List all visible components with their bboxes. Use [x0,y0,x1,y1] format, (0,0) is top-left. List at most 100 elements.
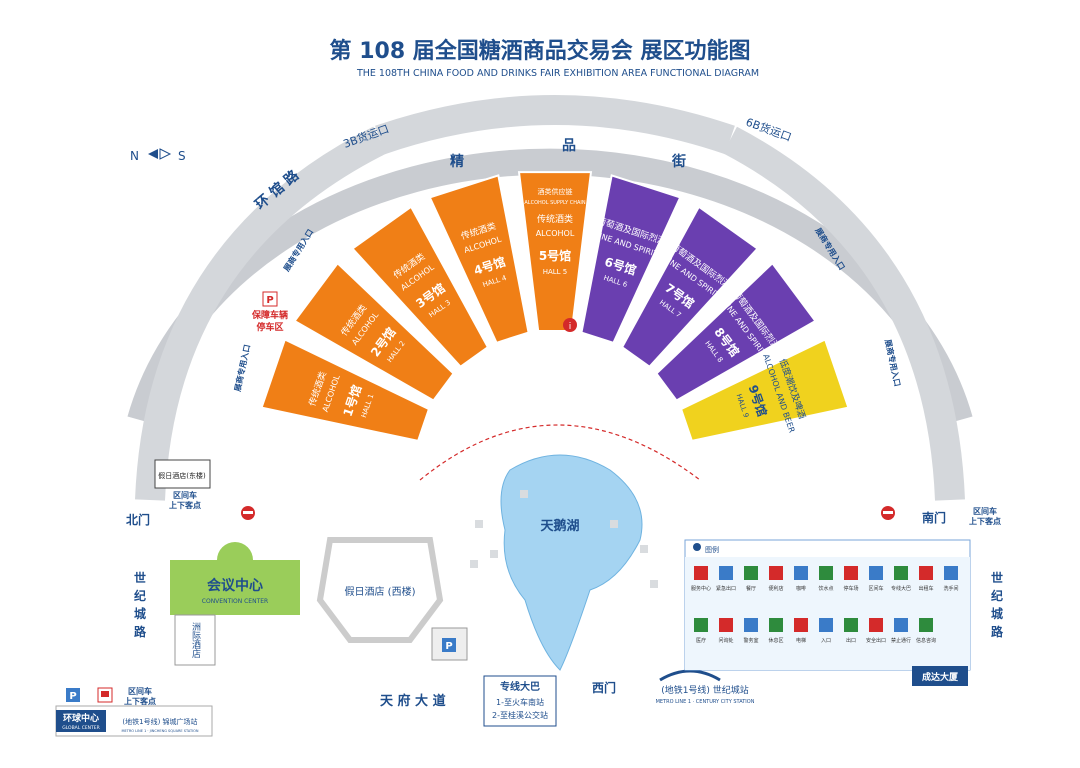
zone-shuttle-south: 区间车 [973,506,997,516]
hall-1[interactable] [260,338,431,443]
legend-label: 餐厅 [746,585,756,592]
metro-station-2-en: METRO LINE 1 · JINCHENG SQUARE STATION [121,729,198,733]
exhibitor-entry-4: 展商专用入口 [883,337,903,387]
hall-3[interactable] [351,205,490,369]
legend-label: 信息咨询 [916,637,936,644]
global-center-en: GLOBAL CENTER [62,725,100,731]
legend-label: 休息区 [768,637,783,644]
zone-shuttle-north: 区间车 [173,490,197,500]
zone-shuttle-bottom-2: 上下客点 [124,696,156,706]
plaza-marker [650,580,658,588]
legend-icon [719,618,733,632]
hall-extra-en: ALCOHOL SUPPLY CHAIN [524,200,585,206]
convention-dome [217,542,253,578]
hall-5[interactable] [517,171,593,333]
metro-station-1: (地铁1号线) 世纪城站 [661,684,749,696]
hall-extra-cn: 酒类供应链 [538,187,573,196]
legend-title: 图例 [705,545,719,554]
hall-number: 5号馆 [539,248,571,263]
exhibitor-entry-2: 展商专用入口 [232,343,252,393]
legend-icon [844,566,858,580]
legend-icon [819,618,833,632]
title-en: THE 108TH CHINA FOOD AND DRINKS FAIR EXH… [356,68,759,79]
legend-icon [919,618,933,632]
legend-icon [919,566,933,580]
legend-panel: 图例 服务中心紧急出口餐厅便利店咖啡饮水点停车场区间车专线大巴出租车洗手间医疗问… [684,539,971,671]
security-parking: 保障车辆 [251,309,288,321]
road-char: 纪 [134,588,146,603]
legend-label: 入口 [821,638,831,644]
bus-icon [97,687,113,703]
west-gate: 西门 [592,680,616,695]
global-center-label: 环球中心 [63,712,99,724]
legend-label: 问询处 [718,637,733,644]
road-char: 路 [991,624,1004,639]
hall-category-cn: 传统酒类 [537,213,573,225]
hall-category-en: ALCOHOL [536,229,575,238]
shuttle-title: 专线大巴 [500,680,540,693]
hall-4[interactable] [428,174,530,344]
shuttle-line-2: 2-至桂溪公交站 [492,710,548,720]
legend-icon [769,566,783,580]
holiday-hotel-east [154,459,211,489]
legend-label: 警务室 [743,637,758,644]
legend-icon [744,618,758,632]
legend-label: 区间车 [868,585,883,592]
zone-shuttle-south-2: 上下客点 [969,516,1001,526]
legend-label: 专线大巴 [891,585,911,592]
legend-label: 服务中心 [691,585,711,592]
tianfu-avenue: 天 府 大 道 [380,693,446,709]
svg-text:P: P [445,641,452,652]
svg-text:i: i [569,322,572,332]
svg-text:S: S [178,149,186,163]
top-road [375,95,735,155]
legend-icon [794,618,808,632]
shuttle-line-1: 1-至火车南站 [496,697,544,707]
plaza-marker [470,560,478,568]
legend-label: 医疗 [696,637,706,644]
no-entry-icon [881,506,895,520]
ring-road-right [723,126,965,501]
convention-label-en: CONVENTION CENTER [202,598,268,605]
metro-logo [659,669,721,682]
jingpin-char-2: 品 [562,138,576,154]
lake-label: 天鹅湖 [540,518,579,534]
svg-text:P: P [266,295,273,306]
legend-icon [894,618,908,632]
plaza-marker [520,490,528,498]
legend-label: 紧急出口 [716,585,736,592]
svg-text:N: N [130,149,139,163]
legend-label: 饮水点 [818,585,833,592]
legend-icon [819,566,833,580]
hall-9[interactable] [679,338,850,443]
legend-icon [719,566,733,580]
hall-7[interactable] [620,205,759,369]
info-icon: i [563,318,577,332]
metro-station-1-en: METRO LINE 1 · CENTURY CITY STATION [656,699,755,705]
hall-6[interactable] [580,174,682,344]
hall-8[interactable] [655,261,817,402]
plaza-path [419,424,701,481]
legend-icon [694,566,708,580]
legend-label: 安全出口 [866,637,886,644]
legend-label: 出租车 [918,585,933,592]
plaza-marker [640,545,648,553]
ring-road-left [135,126,387,501]
legend-icon [794,566,808,580]
security-parking-2: 停车区 [256,321,283,333]
title-cn: 第 108 届全国糖酒商品交易会 展区功能图 [330,38,751,64]
holiday-hotel-label: 假日酒店 (西楼) [345,585,416,598]
plaza-marker [490,550,498,558]
north-gate: 北门 [126,512,150,527]
holiday-hotel-west [316,537,444,643]
road-char: 路 [134,624,147,639]
intercontinental-label: 洲际酒店 [190,622,201,659]
chengda-label: 成达大厦 [922,671,959,683]
hall-2[interactable] [293,261,455,402]
legend-icon [694,618,708,632]
road-char: 世 [134,570,146,585]
parking-icon: P [262,291,278,307]
